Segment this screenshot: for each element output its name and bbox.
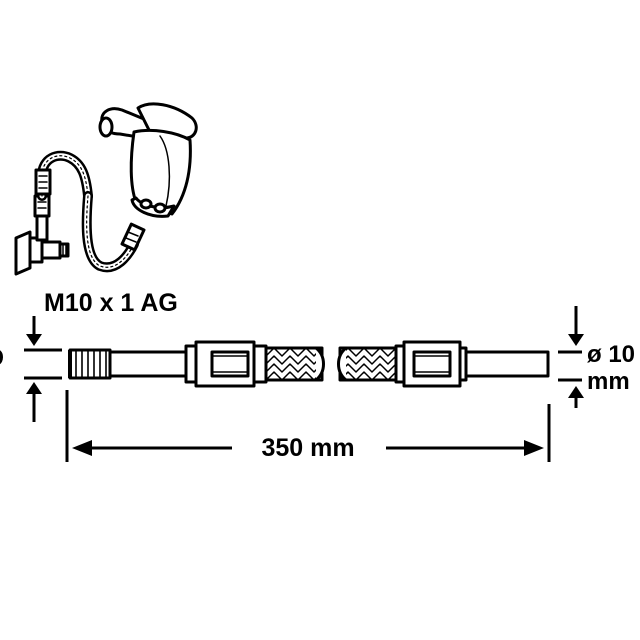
- angle-valve-icon: [14, 194, 70, 276]
- left-diameter-dimension: [24, 316, 62, 422]
- arrow-right-icon: [524, 440, 544, 456]
- arrow-up-icon: [26, 382, 42, 394]
- right-hose-icon: [81, 191, 146, 273]
- right-diameter-dimension: [558, 306, 584, 408]
- arrow-down-icon: [568, 334, 584, 346]
- threaded-end-icon: [68, 348, 112, 380]
- length-dimension: [65, 390, 551, 462]
- hose-assembly: [68, 340, 550, 388]
- arrow-up-icon: [568, 386, 584, 398]
- length-label: 350 mm: [261, 434, 354, 462]
- thread-size-label: M10 x 1 AG: [44, 289, 178, 317]
- nut-fitting-right-icon: [394, 340, 468, 388]
- arrow-left-icon: [72, 440, 92, 456]
- left-hose-icon: [34, 150, 93, 201]
- diameter-unit-label: mm: [587, 368, 630, 395]
- rigid-tube-right: [464, 350, 550, 378]
- braided-hose-left-icon: [264, 346, 325, 382]
- nut-fitting-left-icon: [184, 340, 268, 388]
- diameter-label: ø 10: [587, 341, 635, 368]
- arrow-down-icon: [26, 334, 42, 346]
- braided-hose-right-icon: [337, 346, 398, 382]
- left-diameter-label: D: [0, 344, 4, 372]
- mixer-tap-icon: [98, 102, 198, 218]
- rigid-tube-left: [108, 350, 188, 378]
- faucet-illustration: [14, 102, 198, 276]
